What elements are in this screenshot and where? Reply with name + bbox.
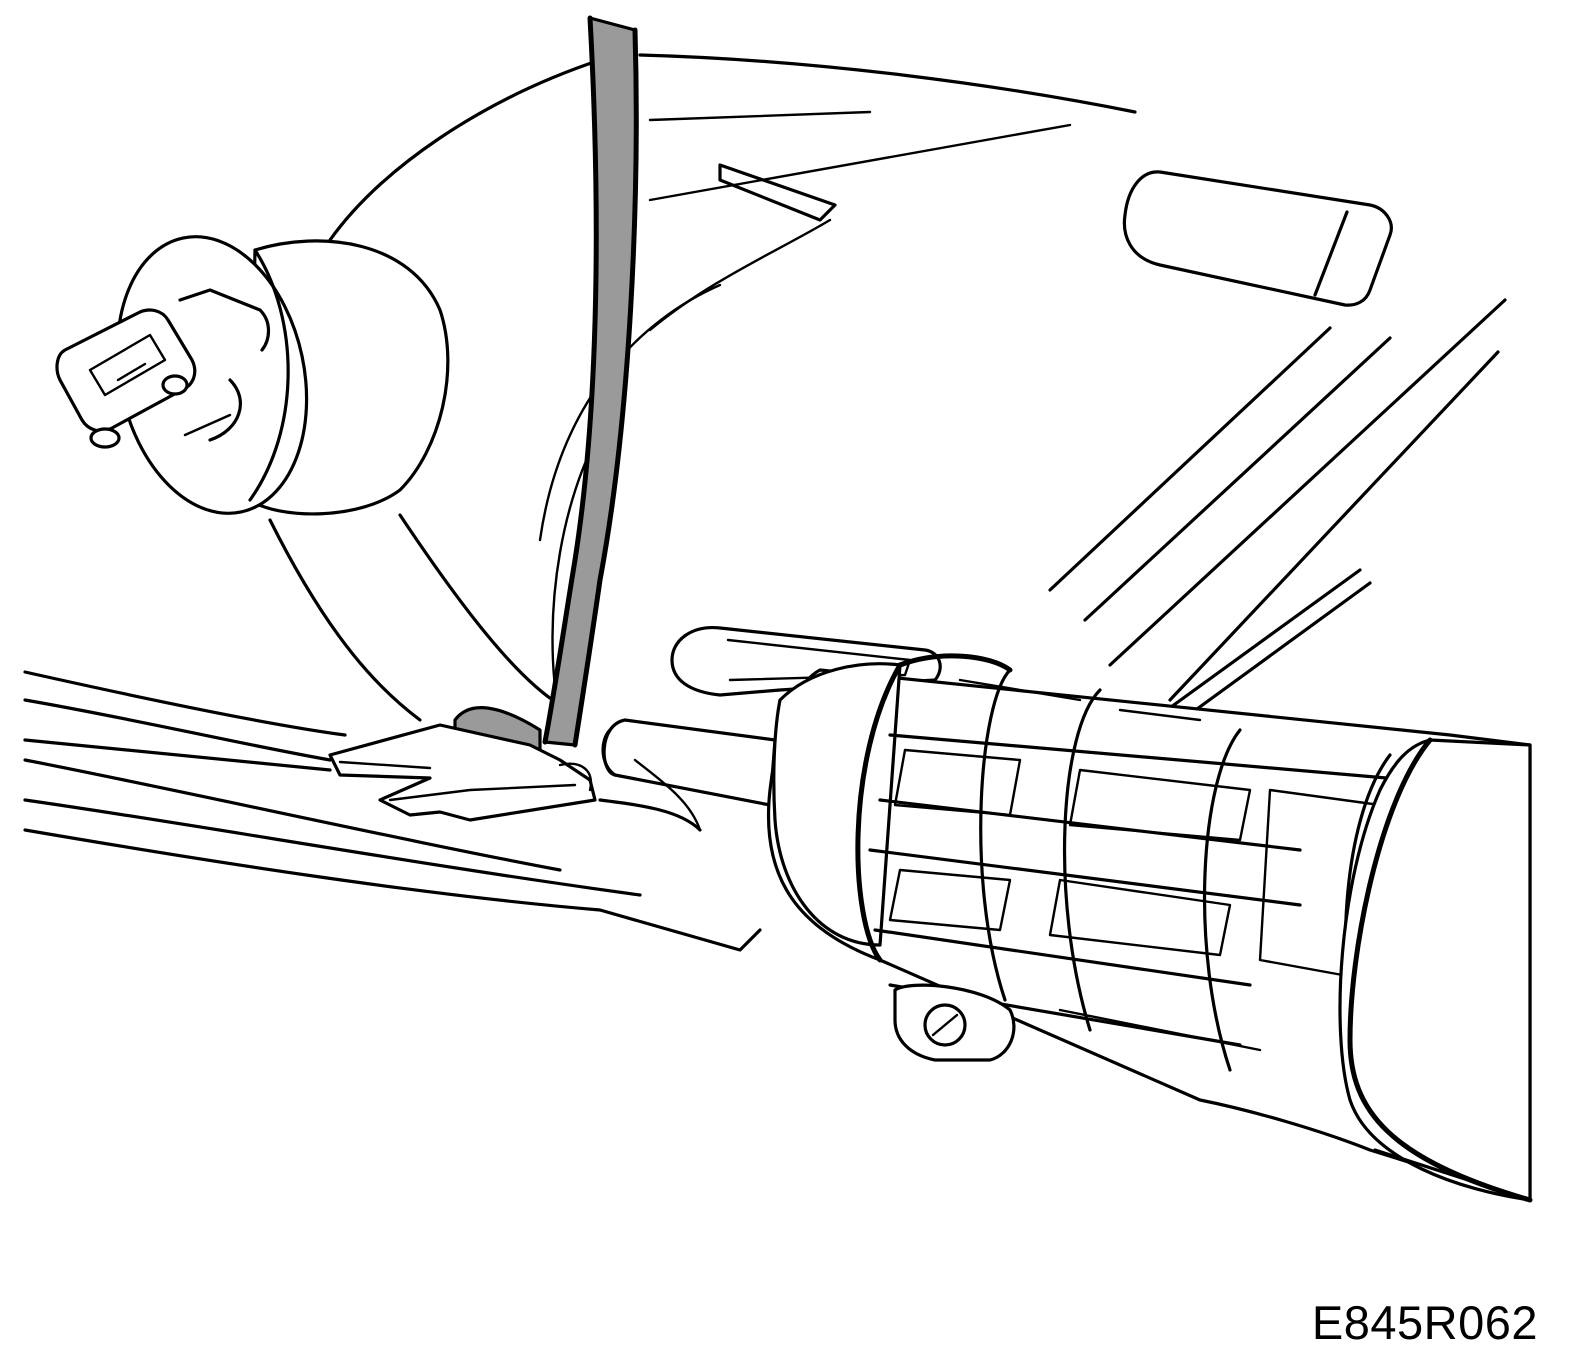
forked-clip: [328, 706, 597, 822]
fuel-tube: [542, 15, 639, 748]
removal-tool: [766, 653, 1533, 1203]
figure-reference-code: E845R062: [1311, 1296, 1538, 1349]
housing-wedge: [718, 163, 837, 222]
slot-upper-right: [1122, 170, 1393, 307]
tool-rod: [601, 718, 777, 832]
tool-handle-edge: [1373, 1148, 1532, 1202]
diagonal-lines: [1048, 298, 1507, 727]
base-plate: [23, 670, 762, 952]
pressure-sensor: [55, 235, 450, 516]
housing-outline: [268, 53, 1137, 722]
